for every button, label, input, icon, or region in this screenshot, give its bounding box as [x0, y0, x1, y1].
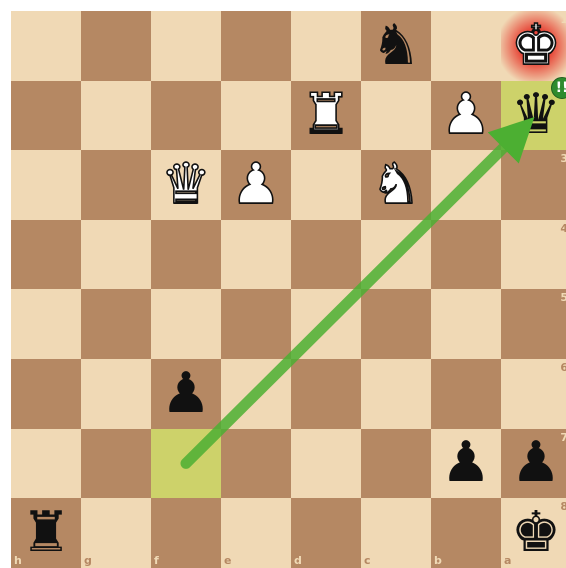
file-label: f: [154, 554, 159, 567]
file-label: c: [364, 554, 371, 567]
black-rook-icon[interactable]: ♜: [11, 498, 81, 568]
square-f5[interactable]: [151, 289, 221, 359]
white-queen-icon[interactable]: ♛: [151, 150, 221, 220]
square-a1[interactable]: 1♚: [501, 11, 566, 81]
square-b7[interactable]: ♟: [431, 429, 501, 499]
square-d3[interactable]: [291, 150, 361, 220]
square-e6[interactable]: [221, 359, 291, 429]
square-f1[interactable]: [151, 11, 221, 81]
white-pawn-icon[interactable]: ♟: [221, 150, 291, 220]
square-g1[interactable]: [81, 11, 151, 81]
square-h4[interactable]: [11, 220, 81, 290]
square-a3[interactable]: 3: [501, 150, 566, 220]
square-b6[interactable]: [431, 359, 501, 429]
square-g6[interactable]: [81, 359, 151, 429]
square-h1[interactable]: [11, 11, 81, 81]
square-a6[interactable]: 6: [501, 359, 566, 429]
white-king-icon[interactable]: ♚: [501, 11, 566, 81]
square-e4[interactable]: [221, 220, 291, 290]
square-d7[interactable]: [291, 429, 361, 499]
square-c4[interactable]: [361, 220, 431, 290]
white-pawn-icon[interactable]: ♟: [431, 81, 501, 151]
file-label: e: [224, 554, 231, 567]
square-f7[interactable]: [151, 429, 221, 499]
square-h2[interactable]: [11, 81, 81, 151]
square-c1[interactable]: ♞: [361, 11, 431, 81]
black-pawn-icon[interactable]: ♟: [431, 429, 501, 499]
square-a5[interactable]: 5: [501, 289, 566, 359]
square-d8[interactable]: d: [291, 498, 361, 568]
square-c7[interactable]: [361, 429, 431, 499]
black-pawn-icon[interactable]: ♟: [151, 359, 221, 429]
square-d4[interactable]: [291, 220, 361, 290]
square-a2[interactable]: 2♛!!: [501, 81, 566, 151]
square-b8[interactable]: b: [431, 498, 501, 568]
square-e2[interactable]: [221, 81, 291, 151]
rank-label: 6: [560, 361, 566, 374]
square-e3[interactable]: ♟: [221, 150, 291, 220]
square-g4[interactable]: [81, 220, 151, 290]
square-c8[interactable]: c: [361, 498, 431, 568]
square-e8[interactable]: e: [221, 498, 291, 568]
rank-label: 3: [560, 152, 566, 165]
square-g7[interactable]: [81, 429, 151, 499]
square-d2[interactable]: ♜: [291, 81, 361, 151]
square-h5[interactable]: [11, 289, 81, 359]
black-pawn-icon[interactable]: ♟: [501, 429, 566, 499]
square-e5[interactable]: [221, 289, 291, 359]
square-h3[interactable]: [11, 150, 81, 220]
file-label: g: [84, 554, 92, 567]
square-f3[interactable]: ♛: [151, 150, 221, 220]
square-c6[interactable]: [361, 359, 431, 429]
square-b5[interactable]: [431, 289, 501, 359]
square-g5[interactable]: [81, 289, 151, 359]
file-label: d: [294, 554, 302, 567]
square-h8[interactable]: h♜: [11, 498, 81, 568]
square-f4[interactable]: [151, 220, 221, 290]
square-d6[interactable]: [291, 359, 361, 429]
square-g2[interactable]: [81, 81, 151, 151]
square-d5[interactable]: [291, 289, 361, 359]
file-label: b: [434, 554, 442, 567]
square-b1[interactable]: [431, 11, 501, 81]
square-f2[interactable]: [151, 81, 221, 151]
rank-label: 5: [560, 291, 566, 304]
square-f8[interactable]: f: [151, 498, 221, 568]
square-a7[interactable]: 7♟: [501, 429, 566, 499]
square-a4[interactable]: 4: [501, 220, 566, 290]
square-h7[interactable]: [11, 429, 81, 499]
black-king-icon[interactable]: ♚: [501, 498, 566, 568]
square-c3[interactable]: ♞: [361, 150, 431, 220]
square-d1[interactable]: [291, 11, 361, 81]
square-f6[interactable]: ♟: [151, 359, 221, 429]
square-e7[interactable]: [221, 429, 291, 499]
square-b4[interactable]: [431, 220, 501, 290]
square-b2[interactable]: ♟: [431, 81, 501, 151]
square-c2[interactable]: [361, 81, 431, 151]
white-knight-icon[interactable]: ♞: [361, 150, 431, 220]
brilliant-move-badge: !!: [551, 77, 566, 99]
square-e1[interactable]: [221, 11, 291, 81]
square-g8[interactable]: g: [81, 498, 151, 568]
square-b3[interactable]: [431, 150, 501, 220]
square-h6[interactable]: [11, 359, 81, 429]
square-g3[interactable]: [81, 150, 151, 220]
black-knight-icon[interactable]: ♞: [361, 11, 431, 81]
white-rook-icon[interactable]: ♜: [291, 81, 361, 151]
rank-label: 4: [560, 222, 566, 235]
square-c5[interactable]: [361, 289, 431, 359]
